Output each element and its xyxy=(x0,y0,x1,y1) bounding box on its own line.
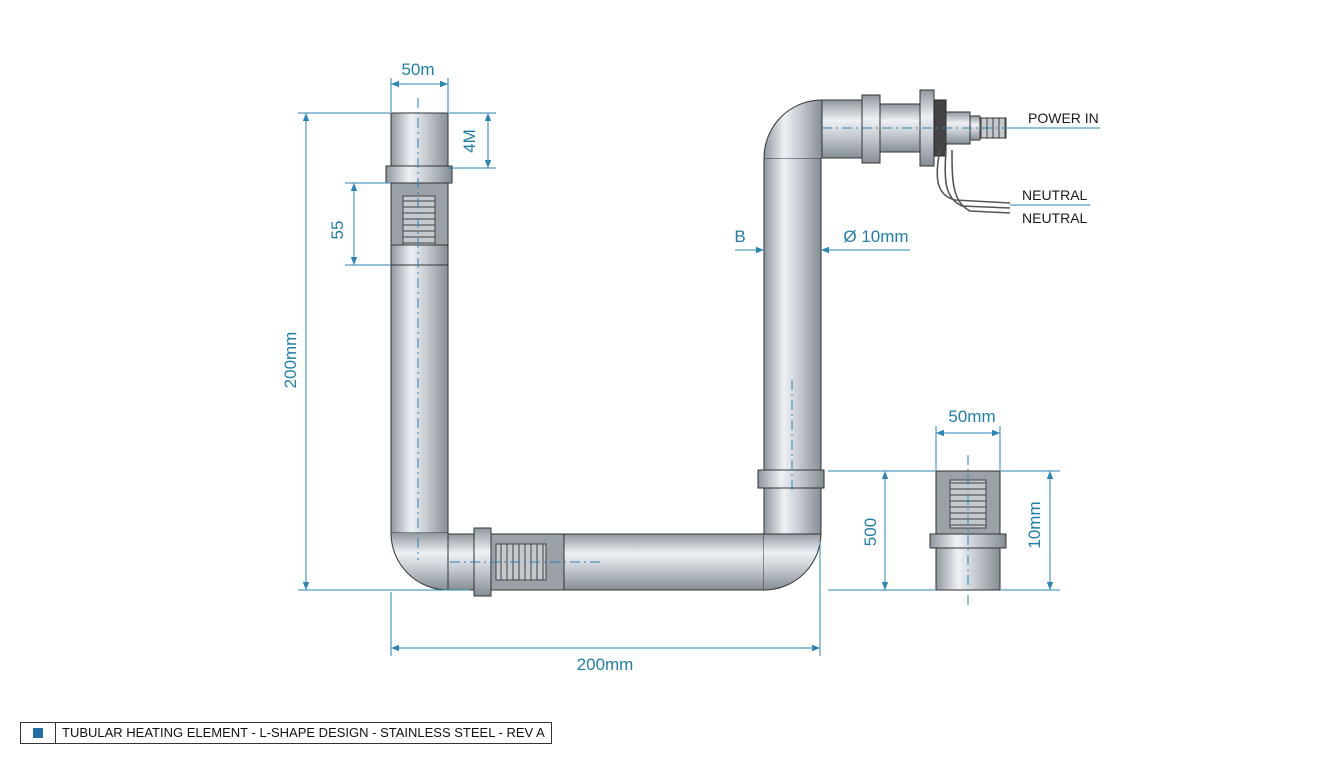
centerlines xyxy=(417,98,1100,605)
label-neutral-2: NEUTRAL xyxy=(1022,210,1088,226)
title-block-text: TUBULAR HEATING ELEMENT - L-SHAPE DESIGN… xyxy=(62,725,545,740)
right-joint-ring xyxy=(757,469,825,489)
dim-pipe-diameter: Ø 10mm xyxy=(843,227,908,246)
dim-overall-height: 200mm xyxy=(281,332,300,389)
bottom-coil-section xyxy=(473,527,565,597)
label-neutral-1: NEUTRAL xyxy=(1022,187,1088,203)
title-block: TUBULAR HEATING ELEMENT - L-SHAPE DESIGN… xyxy=(20,722,552,744)
dim-coil-section: 55 xyxy=(328,221,347,240)
dim-detail-width: 50mm xyxy=(948,407,995,426)
dim-detail-height-right: 10mm xyxy=(1025,501,1044,548)
terminal-assembly xyxy=(861,89,1011,214)
dim-pipe-ref: B xyxy=(734,227,745,246)
dim-top-width: 50m xyxy=(401,60,434,79)
left-top-cap xyxy=(385,112,453,184)
main-pipe xyxy=(390,99,867,591)
dim-bottom-width: 200mm xyxy=(577,655,634,674)
label-power-in: POWER IN xyxy=(1028,110,1099,126)
left-coil-section xyxy=(390,182,449,266)
dim-detail-height-left: 500 xyxy=(861,518,880,546)
square-icon xyxy=(33,728,43,738)
title-block-marker xyxy=(21,723,56,743)
dim-top-cap-height: 4M xyxy=(460,129,479,153)
dimension-lines xyxy=(298,78,1100,656)
